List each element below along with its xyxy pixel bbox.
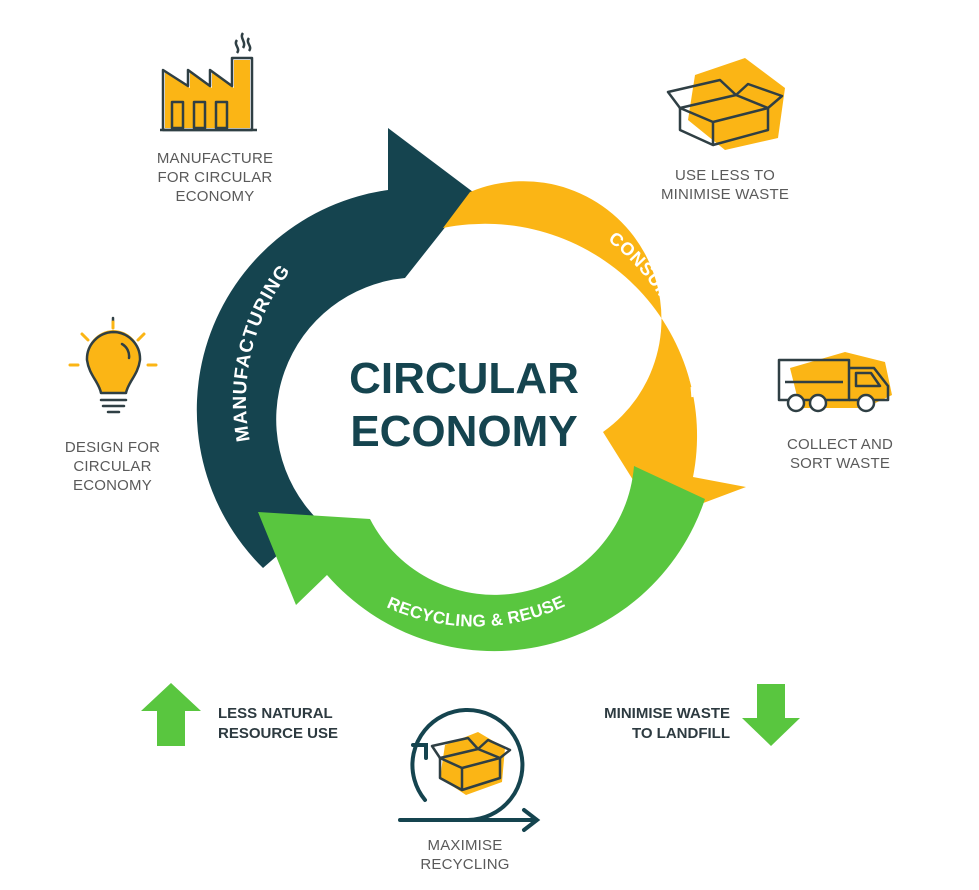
minimise-landfill-caption: MINIMISE WASTE TO LANDFILL: [604, 705, 730, 742]
manufacturing-arrow: [196, 128, 473, 568]
cycle-arrows: [196, 128, 746, 652]
recycle-box-icon: [398, 708, 541, 832]
down-arrow-icon: [742, 684, 800, 746]
use-less-caption: USE LESS TO MINIMISE WASTE: [660, 167, 790, 203]
recycling-arrow: [258, 466, 705, 652]
factory-icon: [160, 32, 257, 132]
collect-caption: COLLECT AND SORT WASTE: [786, 436, 894, 472]
lightbulb-icon: [68, 316, 158, 414]
title-line1: CIRCULAR: [349, 354, 579, 403]
less-resource-caption: LESS NATURAL RESOURCE USE: [218, 705, 339, 742]
box-icon: [666, 58, 785, 150]
consumption-arrow: [443, 181, 746, 520]
truck-icon: [777, 352, 892, 413]
maximise-caption: MAXIMISE RECYCLING: [420, 837, 510, 873]
manufacture-caption: MANUFACTURE FOR CIRCULAR ECONOMY: [156, 150, 274, 205]
design-caption: DESIGN FOR CIRCULAR ECONOMY: [64, 439, 161, 494]
up-arrow-icon: [141, 683, 201, 746]
title-line2: ECONOMY: [350, 407, 577, 456]
